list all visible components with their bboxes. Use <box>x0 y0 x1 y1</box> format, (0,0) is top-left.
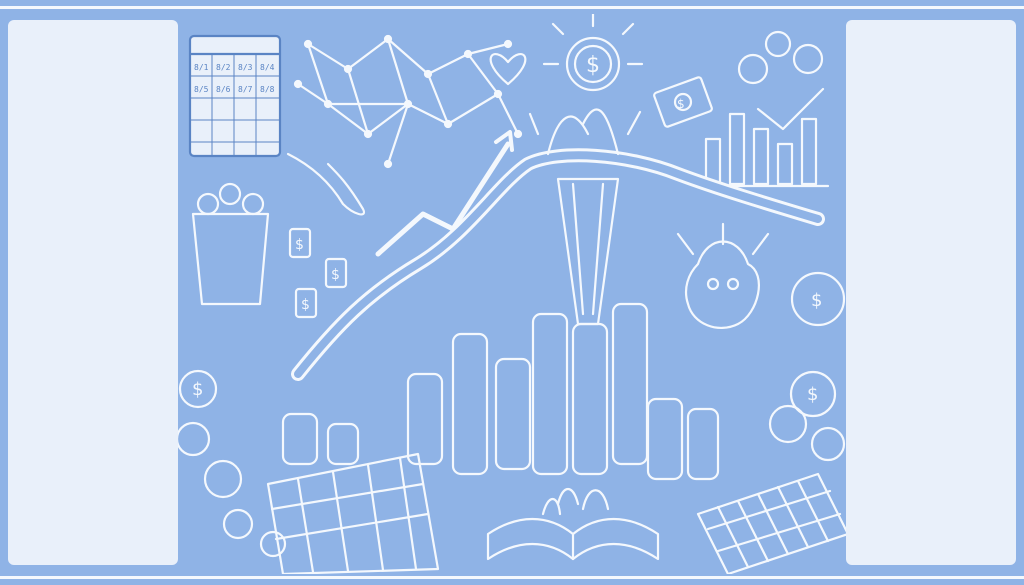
calendar-cell: 8/5 <box>194 85 209 94</box>
calendar-cell: 8/8 <box>260 85 275 94</box>
coin-symbol: $ <box>331 267 340 283</box>
map-grid-icon <box>266 452 440 574</box>
finance-illustration: 8/1 8/2 8/3 8/4 8/5 8/6 8/7 8/8 <box>178 14 846 574</box>
calendar-cell: 8/1 <box>194 63 209 72</box>
top-border-line <box>0 6 1024 9</box>
heart-icon <box>489 53 527 86</box>
calendar-icon: 8/1 8/2 8/3 8/4 8/5 8/6 8/7 8/8 <box>188 34 282 158</box>
hand-icon <box>286 152 366 216</box>
coin-symbol: $ <box>301 297 310 313</box>
coin-pile-left <box>178 369 287 558</box>
coin-cluster <box>737 30 824 85</box>
money-bill-icon <box>653 76 713 128</box>
coin-symbol: $ <box>295 237 304 253</box>
keyboard-grid-icon <box>696 472 846 574</box>
coin-symbol: $ <box>586 53 600 78</box>
coin-stack-icon <box>281 302 720 481</box>
ornament-icon <box>676 222 770 329</box>
calendar-cell: 8/7 <box>238 85 253 94</box>
calendar-cell: 8/2 <box>216 63 231 72</box>
pipe-icon <box>291 148 825 381</box>
calendar-cell: 8/4 <box>260 63 275 72</box>
coin-symbol: $ <box>192 379 203 400</box>
rising-arrow-icon <box>375 141 511 257</box>
network-icon <box>293 34 523 169</box>
right-blank-panel <box>846 20 1016 565</box>
coin-symbol: $ <box>807 384 818 405</box>
fountain-icon <box>528 108 642 156</box>
potted-money-icon <box>191 182 270 306</box>
coin-symbol: $ <box>677 97 685 111</box>
left-blank-panel <box>8 20 178 565</box>
bar-chart-icon <box>696 87 830 188</box>
dollar-tag-icon <box>288 227 348 319</box>
open-book-icon <box>486 517 660 561</box>
bottom-border-line <box>0 576 1024 579</box>
calendar-cell: 8/3 <box>238 63 253 72</box>
coin-pile-right <box>768 271 846 462</box>
calendar-cell: 8/6 <box>216 85 231 94</box>
sun-coin-icon <box>542 14 644 92</box>
coin-symbol: $ <box>811 290 822 311</box>
splash-icon <box>541 487 610 516</box>
funnel-icon <box>556 177 620 326</box>
